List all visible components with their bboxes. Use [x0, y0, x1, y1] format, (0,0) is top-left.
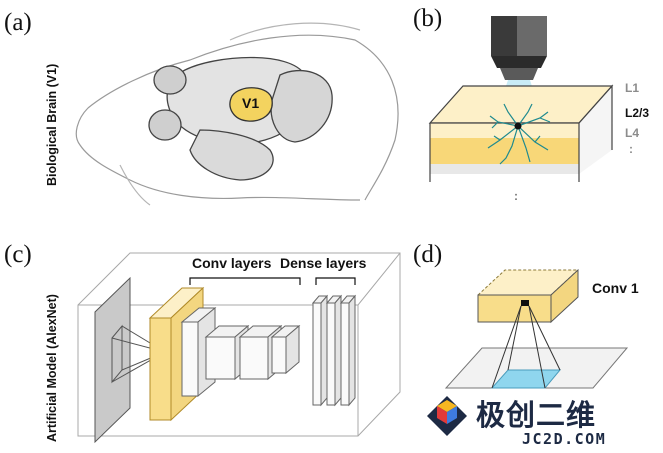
slab-below-dots: :	[514, 189, 518, 203]
panel-d-label: (d)	[413, 241, 442, 268]
conv-layers-caption: Conv layers	[192, 255, 272, 271]
panel-c-label: (c)	[4, 241, 32, 268]
panel-b: (b) L1 L2/3 L4	[413, 5, 649, 203]
panel-a: (a) Biological Brain (V1) V1	[4, 9, 399, 206]
layer-more-dots: :	[629, 142, 633, 156]
panel-c-side-label: Artificial Model (AlexNet)	[45, 294, 59, 442]
watermark-domain: JC2D.COM	[522, 430, 606, 448]
conv-blocks-gray	[180, 306, 301, 398]
panel-a-label: (a)	[4, 9, 32, 36]
input-plane	[444, 347, 629, 389]
layer-label-l1: L1	[625, 81, 639, 95]
conv-filter-unit	[521, 300, 529, 306]
layer-label-l23: L2/3	[625, 106, 649, 120]
v1-region: V1	[229, 87, 273, 122]
neuron	[487, 103, 551, 165]
layer-brackets	[189, 277, 356, 285]
microscope-objective	[491, 16, 547, 80]
v1-label: V1	[242, 95, 259, 111]
input-pyramid	[111, 324, 166, 384]
watermark-chinese: 极创二维	[476, 398, 596, 432]
panel-a-side-label: Biological Brain (V1)	[45, 64, 59, 186]
panel-c: (c) Artificial Model (AlexNet)	[4, 241, 401, 444]
watermark: 极创二维 JC2D.COM	[427, 396, 606, 448]
layer-label-l4: L4	[625, 126, 639, 140]
watermark-logo-icon	[427, 396, 467, 436]
dense-layers	[311, 294, 357, 407]
conv1-caption: Conv 1	[592, 280, 639, 296]
brain-outline	[75, 22, 399, 206]
panel-d: (d) Conv 1	[413, 241, 639, 389]
panel-b-label: (b)	[413, 5, 442, 32]
receptive-field-lines	[491, 305, 561, 389]
dense-layers-caption: Dense layers	[280, 255, 367, 271]
conv1-box	[476, 268, 580, 324]
